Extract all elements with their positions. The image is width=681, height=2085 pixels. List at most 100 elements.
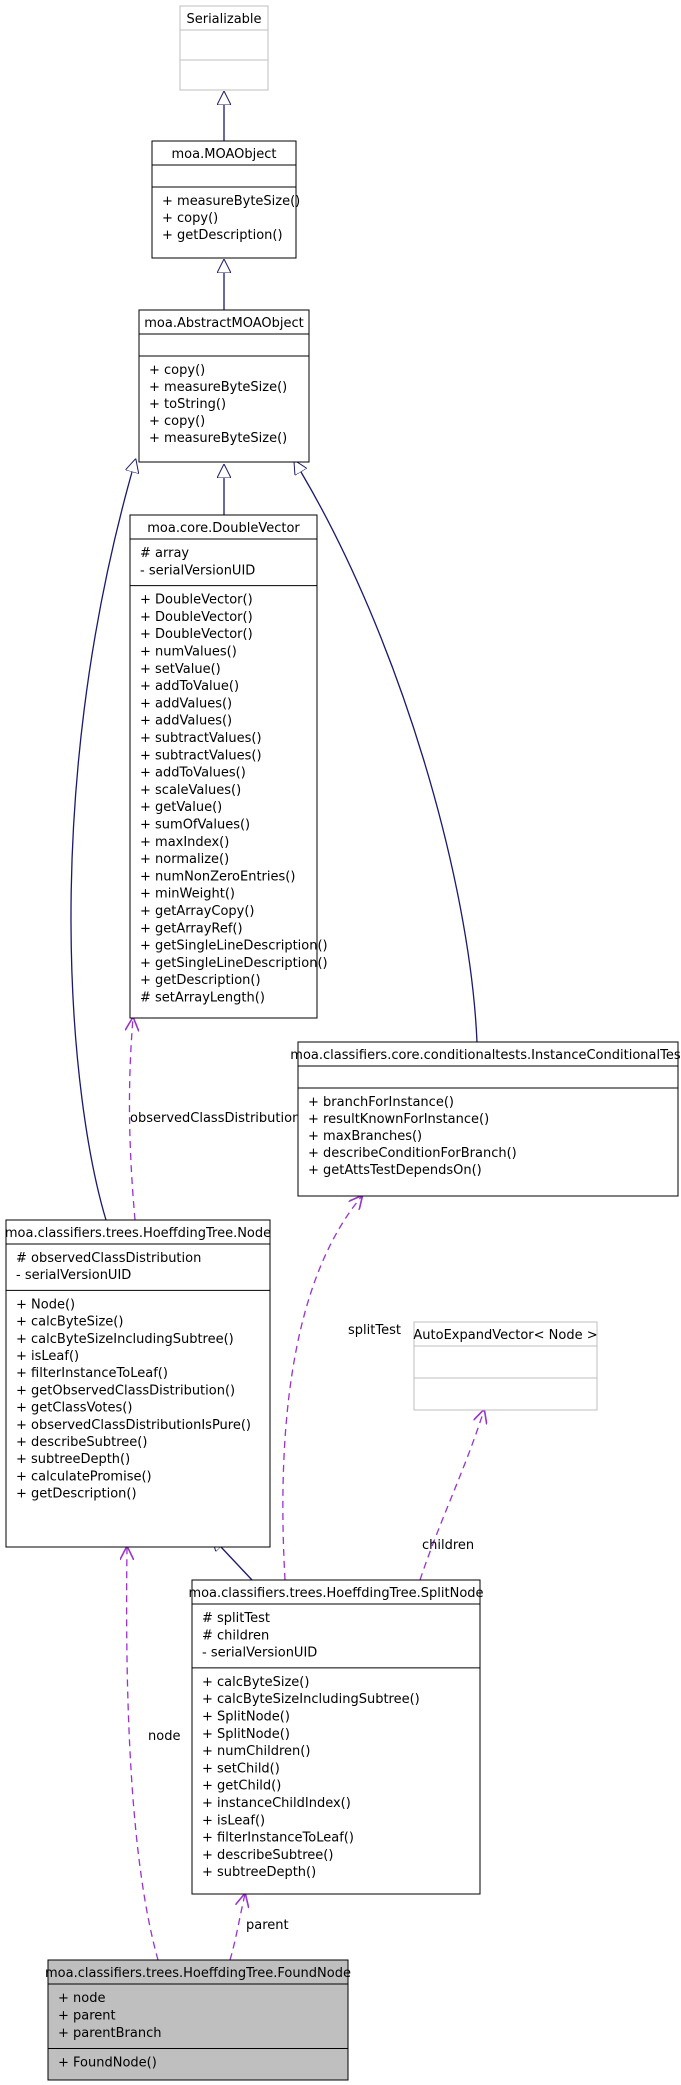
class-method: + numNonZeroEntries() — [140, 869, 295, 884]
class-method: + addToValue() — [140, 679, 239, 694]
class-method: + sumOfValues() — [140, 818, 250, 833]
class-method: + SplitNode() — [202, 1727, 290, 1742]
edge-labels: observedClassDistribution splitTest chil… — [130, 1111, 474, 1933]
class-method: + maxIndex() — [140, 835, 229, 850]
class-method: + getDescription() — [140, 973, 261, 988]
edge-splittest — [282, 1196, 362, 1581]
class-method: + getChild() — [202, 1779, 281, 1794]
class-method: + copy() — [149, 363, 205, 378]
class-method: + DoubleVector() — [140, 627, 253, 642]
class-method: + getArrayCopy() — [140, 904, 255, 919]
class-box-moaobject[interactable]: moa.MOAObject + measureByteSize() + copy()… — [151, 140, 300, 259]
class-method: + observedClassDistributionIsPure() — [16, 1418, 251, 1433]
label-splittest: splitTest — [348, 1323, 401, 1338]
class-box-instanceconditionaltest[interactable]: moa.classifiers.core.conditionaltests.In… — [290, 1041, 681, 1197]
class-method: + FoundNode() — [58, 2056, 157, 2071]
class-method: + scaleValues() — [140, 783, 241, 798]
class-method: + describeSubtree() — [16, 1435, 147, 1450]
class-method: + maxBranches() — [308, 1129, 422, 1144]
class-method: + DoubleVector() — [140, 593, 253, 608]
class-method: + subtractValues() — [140, 748, 262, 763]
class-method: + setValue() — [140, 662, 221, 677]
class-method: + addValues() — [140, 714, 232, 729]
class-method: + isLeaf() — [202, 1813, 265, 1828]
edge-observed — [129, 1018, 135, 1221]
class-name: Serializable — [186, 12, 261, 27]
class-attribute: + parentBranch — [58, 2026, 162, 2041]
class-method: # setArrayLength() — [140, 991, 265, 1006]
label-children: children — [422, 1538, 474, 1553]
class-name: moa.classifiers.core.conditionaltests.In… — [290, 1048, 681, 1063]
class-method: + getSingleLineDescription() — [140, 956, 328, 971]
class-method: + minWeight() — [140, 887, 235, 902]
class-box-splitnode[interactable]: moa.classifiers.trees.HoeffdingTree.Spli… — [188, 1579, 484, 1895]
class-box-doublevector[interactable]: moa.core.DoubleVector# array- serialVers… — [129, 514, 328, 1019]
class-method: + normalize() — [140, 852, 229, 867]
class-name: moa.MOAObject — [172, 147, 277, 162]
class-method: + describeConditionForBranch() — [308, 1146, 517, 1161]
class-name: moa.AbstractMOAObject — [144, 316, 304, 331]
class-boxes: Serializable moa.MOAObject + measureByteSi… — [5, 5, 681, 2081]
class-method: + getSingleLineDescription() — [140, 939, 328, 954]
class-box-abstractmoaobject[interactable]: moa.AbstractMOAObject + copy() + measureBy… — [138, 309, 310, 463]
class-method: + numChildren() — [202, 1744, 310, 1759]
class-name: moa.classifiers.trees.HoeffdingTree.Foun… — [45, 1966, 351, 1981]
class-attribute: # splitTest — [202, 1611, 270, 1626]
class-method: + addValues() — [140, 696, 232, 711]
class-method: + DoubleVector() — [140, 610, 253, 625]
class-attribute: # observedClassDistribution — [16, 1251, 201, 1266]
class-method: + calcByteSize() — [16, 1315, 123, 1330]
class-box-autoexpandvector[interactable]: AutoExpandVector< Node > — [413, 1321, 598, 1411]
edge-parent — [229, 1894, 245, 1961]
class-method: + subtreeDepth() — [16, 1452, 130, 1467]
class-method: + addToValues() — [140, 766, 246, 781]
edge-children — [419, 1410, 484, 1581]
class-method: + getAttsTestDependsOn() — [308, 1163, 482, 1178]
class-method: + branchForInstance() — [308, 1095, 454, 1110]
class-method: + getArrayRef() — [140, 921, 243, 936]
class-box-foundnode[interactable]: moa.classifiers.trees.HoeffdingTree.Foun… — [45, 1959, 351, 2081]
class-attribute: - serialVersionUID — [16, 1268, 131, 1283]
class-method: + describeSubtree() — [202, 1848, 333, 1863]
class-method: + getClassVotes() — [16, 1401, 132, 1416]
class-method: + calcByteSize() — [202, 1675, 309, 1690]
class-attribute: + node — [58, 1991, 105, 2006]
class-method: + getDescription() — [162, 228, 283, 243]
edge-node — [127, 1547, 159, 1961]
class-method: + copy() — [149, 414, 205, 429]
class-method: + measureByteSize() — [149, 431, 287, 446]
label-observed: observedClassDistribution — [130, 1111, 300, 1126]
class-attribute: # children — [202, 1628, 269, 1643]
class-box-serializable[interactable]: Serializable — [179, 5, 269, 91]
class-attribute: # array — [140, 546, 189, 561]
class-method: + getDescription() — [16, 1487, 137, 1502]
class-method: + measureByteSize() — [149, 380, 287, 395]
class-method: + filterInstanceToLeaf() — [16, 1366, 168, 1381]
class-name: moa.classifiers.trees.HoeffdingTree.Node — [5, 1226, 271, 1241]
class-name: AutoExpandVector< Node > — [413, 1328, 597, 1343]
label-parent: parent — [246, 1918, 289, 1933]
class-method: + copy() — [162, 211, 218, 226]
class-name: moa.classifiers.trees.HoeffdingTree.Spli… — [188, 1586, 483, 1601]
label-node: node — [148, 1729, 180, 1744]
edge-splitnode-node — [221, 1547, 253, 1581]
class-method: + subtreeDepth() — [202, 1865, 316, 1880]
class-method: + subtractValues() — [140, 731, 262, 746]
class-method: + toString() — [149, 397, 226, 412]
class-method: + SplitNode() — [202, 1710, 290, 1725]
class-attribute: - serialVersionUID — [202, 1646, 317, 1661]
edges — [70, 105, 484, 1961]
class-attribute: + parent — [58, 2009, 116, 2024]
class-method: + instanceChildIndex() — [202, 1796, 351, 1811]
class-box-node[interactable]: moa.classifiers.trees.HoeffdingTree.Node… — [5, 1219, 271, 1548]
class-attribute: - serialVersionUID — [140, 563, 255, 578]
edge-ict-abstract — [301, 472, 478, 1043]
class-method: + calcByteSizeIncludingSubtree() — [16, 1332, 234, 1347]
class-method: + filterInstanceToLeaf() — [202, 1831, 354, 1846]
class-method: + isLeaf() — [16, 1349, 79, 1364]
class-method: + measureByteSize() — [162, 194, 300, 209]
class-method: + calculatePromise() — [16, 1469, 152, 1484]
class-method: + Node() — [16, 1297, 75, 1312]
class-method: + setChild() — [202, 1761, 280, 1776]
